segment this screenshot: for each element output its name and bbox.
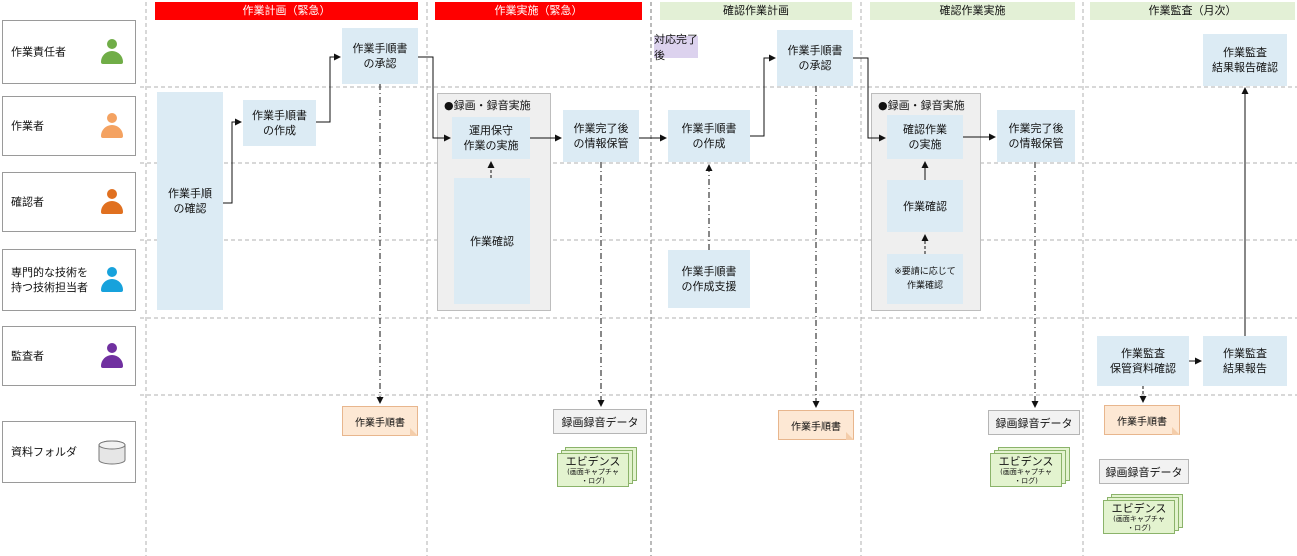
role-lane-auditor: 監査者 xyxy=(2,326,136,386)
evidence-title: エビデンス xyxy=(1111,501,1167,515)
doc-procedure-audit[interactable]: 作業手順書 xyxy=(1104,405,1180,435)
evidence-subtitle: (画面キャプチャ ・ログ) xyxy=(1113,514,1165,532)
role-lane-folder: 資料フォルダ xyxy=(2,421,136,483)
task-check-work-confirm[interactable]: 作業確認 xyxy=(887,180,963,232)
evidence-stack-audit[interactable]: エビデンス (画面キャプチャ ・ログ) xyxy=(1103,494,1183,534)
group-label: ●録画・録音実施 xyxy=(444,99,531,112)
doc-procedure-plan[interactable]: 作業手順書 xyxy=(342,406,418,436)
evidence-subtitle: (画面キャプチャ ・ログ) xyxy=(567,467,619,485)
data-recording-audit[interactable]: 録画録音データ xyxy=(1099,459,1189,484)
role-label: 作業者 xyxy=(11,119,44,133)
doc-procedure-check[interactable]: 作業手順書 xyxy=(778,410,854,440)
role-label: 確認者 xyxy=(11,195,44,209)
task-procedure-approve[interactable]: 作業手順書 の承認 xyxy=(342,28,418,84)
role-label: 監査者 xyxy=(11,349,44,363)
role-lane-expert: 専門的な技術を 持つ技術担当者 xyxy=(2,249,136,311)
task-audit-material-review[interactable]: 作業監査 保管資料確認 xyxy=(1097,336,1189,386)
task-ops-execution[interactable]: 運用保守 作業の実施 xyxy=(452,117,530,159)
database-icon xyxy=(98,440,126,465)
task-audit-report-confirm[interactable]: 作業監査 結果報告確認 xyxy=(1203,34,1287,86)
person-icon-manager xyxy=(101,39,123,65)
task-check-procedure-support[interactable]: 作業手順書 の作成支援 xyxy=(668,250,750,308)
task-check-info-store[interactable]: 作業完了後 の情報保管 xyxy=(997,110,1075,162)
person-icon-checker xyxy=(101,189,123,215)
person-icon-expert xyxy=(101,267,123,293)
data-recording-exec[interactable]: 録画録音データ xyxy=(553,409,647,434)
role-lane-worker: 作業者 xyxy=(2,96,136,156)
evidence-subtitle: (画面キャプチャ ・ログ) xyxy=(1000,467,1052,485)
group-label: ●録画・録音実施 xyxy=(878,99,965,112)
role-label: 資料フォルダ xyxy=(11,445,77,459)
task-procedure-create[interactable]: 作業手順書 の作成 xyxy=(243,100,316,146)
evidence-title: エビデンス xyxy=(565,454,621,468)
phase-header-plan-urgent: 作業計画（緊急） xyxy=(155,2,418,20)
role-lane-manager: 作業責任者 xyxy=(2,20,136,84)
phase-header-check-plan: 確認作業計画 xyxy=(660,2,852,20)
role-label: 専門的な技術を 持つ技術担当者 xyxy=(11,266,88,294)
phase-header-exec-urgent: 作業実施（緊急） xyxy=(435,2,642,20)
task-expert-confirm[interactable]: ※要請に応じて 作業確認 xyxy=(887,254,963,304)
role-lane-checker: 確認者 xyxy=(2,172,136,232)
role-label: 作業責任者 xyxy=(11,45,66,59)
task-work-check[interactable]: 作業確認 xyxy=(454,178,530,304)
phase-header-audit: 作業監査（月次） xyxy=(1090,2,1295,20)
task-check-procedure-approve[interactable]: 作業手順書 の承認 xyxy=(777,30,853,86)
evidence-title: エビデンス xyxy=(998,454,1054,468)
evidence-stack-check[interactable]: エビデンス (画面キャプチャ ・ログ) xyxy=(990,447,1070,487)
task-info-store[interactable]: 作業完了後 の情報保管 xyxy=(563,110,639,162)
task-procedure-confirm[interactable]: 作業手順 の確認 xyxy=(157,92,223,310)
person-icon-auditor xyxy=(101,343,123,369)
phase-header-check-exec: 確認作業実施 xyxy=(870,2,1075,20)
data-recording-check[interactable]: 録画録音データ xyxy=(988,410,1080,435)
person-icon-worker xyxy=(101,113,123,139)
note-after-completion: 対応完了後 xyxy=(654,33,698,62)
task-check-procedure-create[interactable]: 作業手順書 の作成 xyxy=(668,110,750,162)
task-audit-report[interactable]: 作業監査 結果報告 xyxy=(1203,336,1287,386)
task-check-work-execute[interactable]: 確認作業 の実施 xyxy=(887,115,963,159)
evidence-stack-exec[interactable]: エビデンス (画面キャプチャ ・ログ) xyxy=(557,447,637,487)
